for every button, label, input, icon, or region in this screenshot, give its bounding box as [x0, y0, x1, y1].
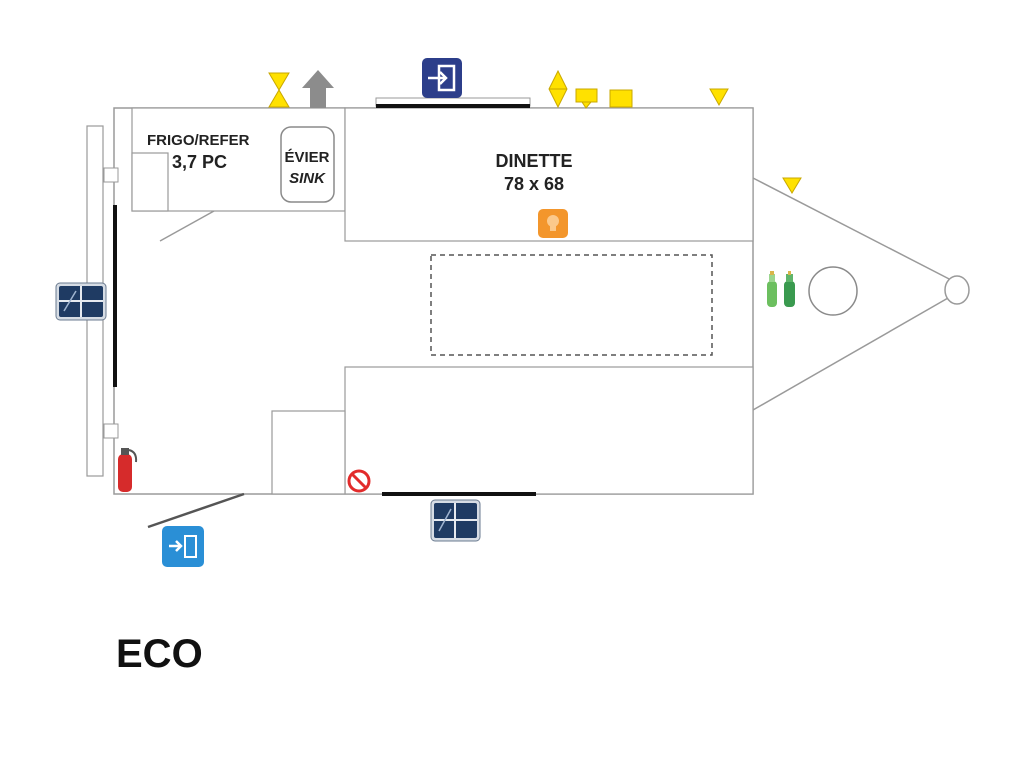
ceiling-light-icon — [538, 209, 568, 238]
trailer-tongue — [752, 177, 970, 411]
triangle-marker-icon — [782, 177, 802, 194]
door-entry-icon — [422, 58, 462, 98]
spare-tire-icon — [808, 266, 858, 316]
window-icon — [55, 282, 107, 321]
sink-label-en: SINK — [289, 170, 326, 187]
side-door-swing — [147, 492, 245, 529]
model-name: ECO — [116, 632, 203, 676]
vent-arrow-icon — [302, 70, 334, 108]
fridge-label: FRIGO/REFER — [147, 132, 250, 149]
dinette-seat-rear — [344, 366, 754, 495]
hourglass-marker-icon — [268, 72, 290, 108]
fridge — [131, 152, 169, 212]
fridge-capacity: 3,7 PC — [172, 152, 227, 172]
hitch-icon — [944, 275, 970, 305]
kitchen-counter: FRIGO/REFER 3,7 PC ÉVIER SINK — [131, 107, 346, 242]
outlet-marker-icon — [575, 88, 598, 109]
square-marker-icon — [609, 89, 633, 108]
emergency-exit-icon — [162, 526, 204, 567]
no-smoking-icon — [347, 469, 371, 493]
propane-tanks — [767, 271, 795, 307]
dinette-size: 78 x 68 — [504, 174, 564, 194]
propane-tank-icon — [767, 271, 777, 307]
triangle-marker-icon — [709, 88, 729, 107]
storage-cabinet — [271, 410, 346, 495]
dinette-table — [430, 254, 713, 356]
dinette-label: DINETTE — [495, 151, 572, 171]
diamond-marker-icon — [548, 69, 568, 109]
sink-label-fr: ÉVIER — [284, 149, 329, 166]
fire-extinguisher-icon — [118, 448, 138, 492]
sink — [280, 126, 335, 203]
window-icon — [430, 499, 481, 542]
propane-tank-icon — [784, 271, 795, 307]
